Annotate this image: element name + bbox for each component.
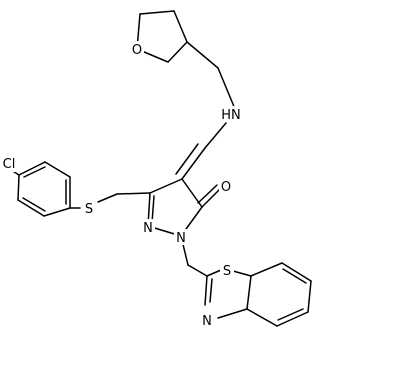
svg-text:Cl: Cl (3, 157, 16, 172)
svg-text:O: O (132, 43, 142, 58)
tetrahydrofuran-ring (136, 10, 188, 63)
atom-s-thiazole: S (220, 262, 234, 279)
atom-chlorine: Cl (0, 156, 18, 172)
svg-text:HN: HN (221, 108, 241, 123)
thiomethyl-chain (69, 192, 151, 209)
svg-text:N: N (202, 314, 212, 329)
atom-n-thiazole: N (200, 312, 214, 329)
svg-text:S: S (223, 264, 231, 279)
atom-n-pyrazole-1: N (174, 229, 188, 246)
atom-n-pyrazole-2: N (141, 219, 155, 236)
svg-text:O: O (221, 180, 231, 195)
chlorophenyl-ring (7, 161, 71, 217)
exocyclic-double-bond (175, 143, 206, 180)
atom-o-thf: O (130, 41, 144, 58)
svg-text:S: S (85, 202, 93, 217)
pyrazolone-ring (147, 178, 222, 237)
svg-text:N: N (176, 231, 186, 246)
atom-s-thioether: S (82, 200, 96, 217)
atom-o-carbonyl: O (219, 178, 233, 195)
thf-methylene-linker (186, 41, 236, 149)
atom-nh-amine: HN (218, 106, 244, 123)
svg-text:N: N (143, 221, 153, 236)
benzothiazole-ring (204, 262, 312, 327)
